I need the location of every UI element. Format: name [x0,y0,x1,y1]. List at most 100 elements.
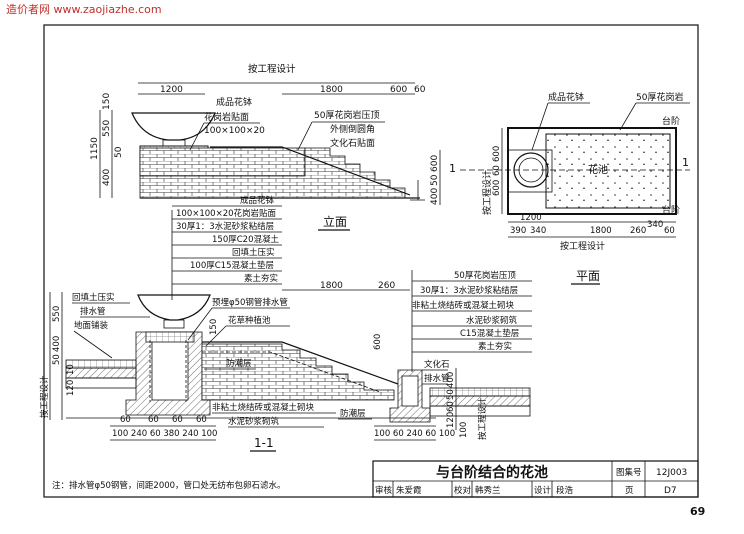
elev-dim-60: 60 [414,85,426,95]
sec-drain-label: 排水管 [80,306,106,317]
atlas-number: 12J003 [656,468,687,478]
right-callout-4: C15混凝土垫层 [460,328,519,339]
plan-dim-390: 390 [510,226,526,236]
sec-brick-label: 非粘土烧结砖或混凝土砌块 [212,402,315,413]
right-callout-0: 50厚花岗岩压顶 [454,270,516,281]
sec-design-right: 按工程设计 [477,397,488,440]
sec-planting-label: 花草种植池 [228,315,271,326]
elev-dim-400-right: 400 [430,188,440,205]
sec-dim-50: 50 [52,354,62,365]
plan-dim-260: 260 [630,226,646,236]
title-block-title: 与台阶结合的花池 [436,464,548,481]
sec-pipe-label: 预埋φ50钢管排水管 [212,297,288,308]
elev-planter-label: 成品花钵 [216,96,252,108]
plan-dim-340b: 340 [647,220,663,230]
sec-paving-label: 地面铺装 [74,320,109,331]
section-title: 1-1 [254,436,274,450]
sec-mortar-label: 水泥砂浆砌筑 [228,416,280,427]
page-label: 页 [625,486,634,496]
sec-dim-r400: 400 [446,372,456,388]
sec-design-left: 按工程设计 [39,375,50,418]
elev-dim-550: 550 [102,120,112,137]
sec-dim-260: 260 [378,281,395,291]
plan-step-label-bottom: 台阶 [662,204,680,216]
sec-damp-label: 防潮层 [226,358,252,369]
sec-drain2-label: 排水管 [424,373,450,384]
page-number: 69 [690,505,705,518]
plan-dim-1800: 1800 [590,226,612,236]
left-callout-1: 100×100×20花岗岩贴面 [176,208,277,219]
plan-dim-v600: 600 [492,146,502,162]
page-code: D7 [664,486,677,496]
section-left-callouts: 成品花钵 100×100×20花岗岩贴面 30厚1：3水泥砂浆粘结层 150厚C… [172,195,282,285]
sec-dim-120: 120 [66,380,76,396]
elev-granite-label: 花岗岩贴面 [204,111,249,123]
sec-dim-1800: 1800 [320,281,343,291]
right-callout-3: 水泥砂浆砌筑 [466,315,518,326]
plan-view: 1 1 花池 成品花钵 50厚花岗岩 台阶 台阶 1200 390 340 18… [449,91,690,285]
sec-bottom-dims-right: 100 60 240 60 100 [374,429,455,439]
elev-dim-600: 600 [390,85,407,95]
design-name: 段浩 [556,485,574,496]
elev-dim-50-right: 50 [430,174,440,186]
plan-dim-60: 60 [664,226,675,236]
sec-bottom-dims-left: 100 240 60 380 240 100 [112,429,217,439]
drawing-frame [43,24,699,498]
plan-dim-1200: 1200 [520,213,542,223]
plan-design-label: 按工程设计 [560,240,605,252]
sec-backfill-label: 回填土压实 [72,292,115,303]
right-callout-2: 非粘土烧结砖或混凝土砌块 [412,300,515,311]
plan-planter-label: 成品花钵 [548,91,584,103]
plan-design-label-vertical: 按工程设计 [481,170,493,215]
sec-dim-10: 10 [66,364,76,375]
drawing-note: 注：排水管φ50钢管，间距2000，管口处无纺布包卵石滤水。 [52,480,286,491]
sec-dim-60-c: 60 [172,415,183,425]
sec-dim-150: 150 [209,319,219,335]
sec-dim-60-d: 60 [196,415,207,425]
elev-granite-size: 100×100×20 [204,126,265,136]
watermark-text: 造价者网 www.zaojiazhe.com [6,2,162,16]
sec-dim-60-b: 60 [148,415,159,425]
elev-dim-150: 150 [102,93,112,110]
sec-dim-r120: 120 [446,412,456,428]
sec-dim-60-a: 60 [120,415,131,425]
plan-dim-v60: 60 [492,165,502,176]
left-callout-2: 30厚1：3水泥砂浆粘结层 [176,221,274,232]
left-callout-3: 150厚C20混凝土 [212,234,279,245]
plan-title: 平面 [576,269,600,283]
elev-design-label: 按工程设计 [248,63,296,75]
check-name: 韩秀兰 [475,485,501,496]
atlas-label: 图集号 [616,467,642,478]
elevation-title: 立面 [323,214,347,229]
sec-dim-400: 400 [52,336,62,352]
plan-dim-340: 340 [530,226,546,236]
title-block: 与台阶结合的花池 图集号 12J003 审核 朱爱霞 校对 韩秀兰 设计 段浩 … [372,460,699,498]
check-label: 校对 [454,485,472,496]
elev-dim-400: 400 [102,169,112,186]
elev-dim-1200: 1200 [160,85,183,95]
sec-dim-r100: 100 [459,422,469,438]
sec-culture-label: 文化石 [424,359,450,370]
left-callout-0: 成品花钵 [240,195,275,206]
sec-dim-550: 550 [52,306,62,322]
plan-cut-right: 1 [682,156,689,169]
elev-dim-1800: 1800 [320,85,343,95]
elevation-view: 按工程设计 1200 1800 600 60 550 150 1150 400 … [90,63,441,231]
left-callout-4: 回填土压实 [232,247,275,258]
elev-chamfer-label: 外侧倒圆角 [330,123,375,135]
plan-dim-v600b: 600 [492,180,502,196]
plan-step-label-top: 台阶 [662,115,680,127]
sec-dim-r50: 50 [446,389,456,400]
plan-pond-label: 花池 [588,163,608,176]
right-callout-1: 30厚1：3水泥砂浆粘结层 [420,285,518,296]
right-callout-5: 素土夯实 [478,341,512,352]
elev-dim-600-right: 600 [430,155,440,172]
left-callout-6: 素土夯实 [244,273,278,284]
review-label: 审核 [375,485,393,496]
plan-cut-left: 1 [449,162,456,175]
left-callout-5: 100厚C15混凝土垫层 [190,260,274,271]
sec-damp2-label: 防潮层 [340,408,366,419]
section-view: 成品花钵 100×100×20花岗岩贴面 30厚1：3水泥砂浆粘结层 150厚C… [39,195,532,452]
elev-dim-1150: 1150 [90,137,100,160]
